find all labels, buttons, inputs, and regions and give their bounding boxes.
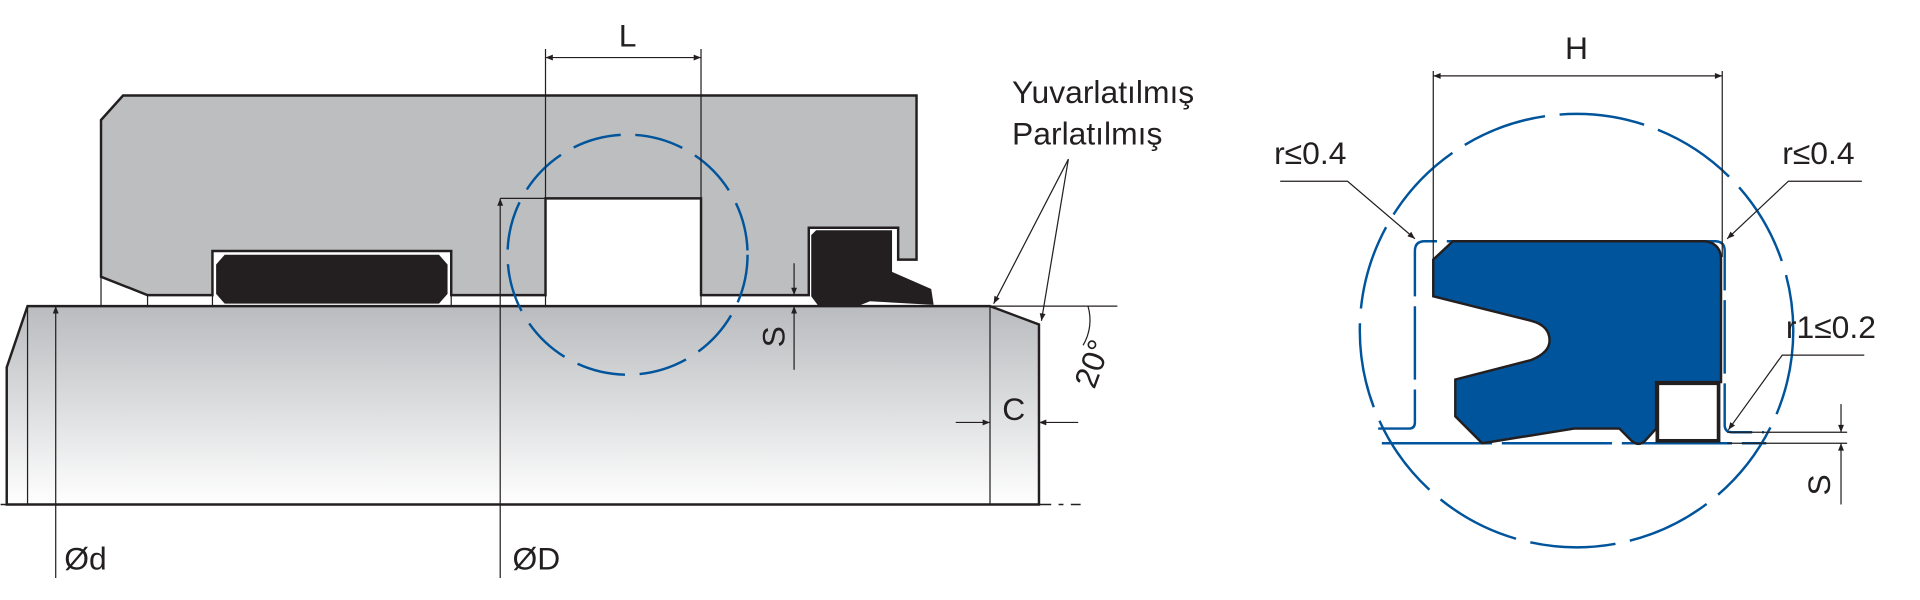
dim-D-label: ØD [512,540,560,576]
backup-ring [1655,381,1721,443]
wiper-seal [811,230,934,307]
dim-L-label: L [619,18,637,54]
detail-marker-circle [506,133,749,376]
radius-left-leader [1280,180,1416,240]
u-cup-seal-profile [1432,240,1723,446]
detail-view: H r≤0.4 r≤0.4 r1≤0.2 S [1274,30,1876,549]
shaft [5,304,1041,506]
radius-right-leader [1726,180,1862,240]
detail-dim-S-label: S [1801,474,1837,495]
note-polished: Parlatılmış [1012,115,1162,151]
radius-right-label: r≤0.4 [1782,135,1854,171]
dim-S-label: S [755,326,791,347]
dim-d-label: Ød [64,540,106,576]
dim-C-label: C [1002,391,1025,427]
note-leader [993,158,1069,304]
main-section-view: L ØD Ød S C 20° Yuvarlatılmış Parlatılmı… [0,18,1194,578]
radius-r1-leader [1727,354,1865,431]
angle-label: 20° [1067,335,1117,393]
radius-left-label: r≤0.4 [1274,135,1346,171]
detail-circle [1358,112,1795,549]
note-leader [1039,159,1069,321]
note-rounded: Yuvarlatılmış [1012,74,1194,110]
dim-H-label: H [1565,30,1588,66]
angle-arc [1082,305,1091,346]
radius-r1-label: r1≤0.2 [1786,309,1876,345]
guide-ring [216,254,448,304]
